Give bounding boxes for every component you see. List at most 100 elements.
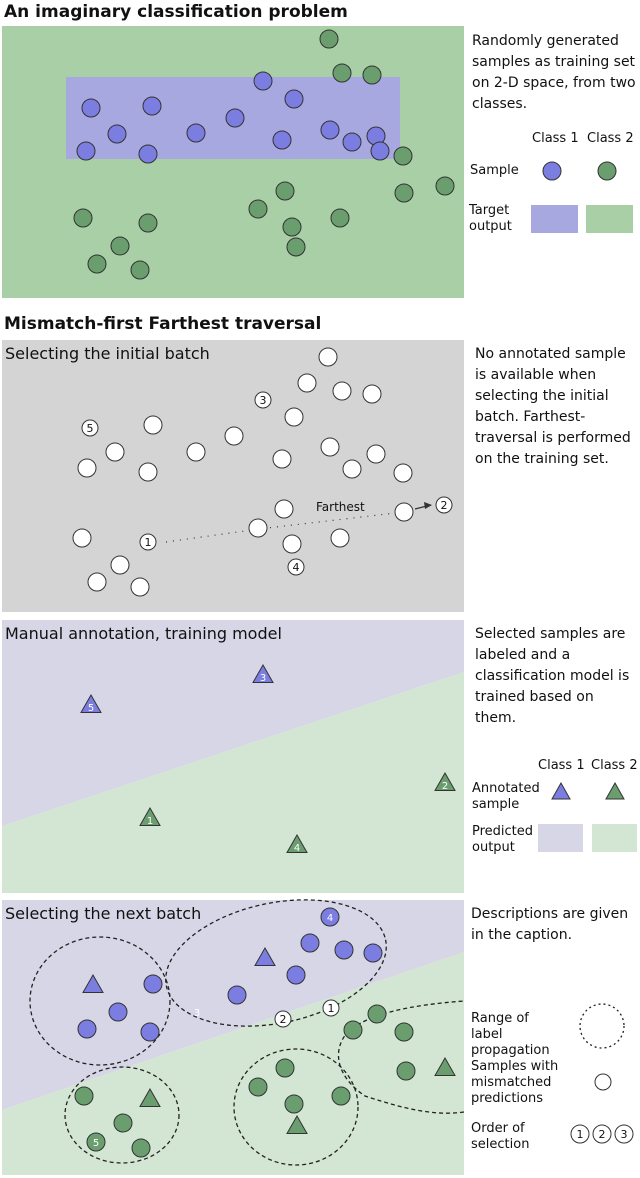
class2-sample <box>343 1020 363 1040</box>
order-number-label: 2 <box>599 1128 606 1141</box>
class2-sample <box>332 63 352 83</box>
range-ellipse-2 <box>165 899 387 1027</box>
unlabeled-sample <box>138 462 158 482</box>
annotated-sample <box>252 663 274 683</box>
class2-sample <box>396 1061 416 1081</box>
class2-sample <box>330 208 350 228</box>
class1-sample <box>142 96 162 116</box>
class2-sample <box>86 1132 106 1152</box>
class1-sample <box>286 965 306 985</box>
legend-target-class2 <box>586 205 633 233</box>
annotated-sample <box>80 693 102 713</box>
class1-sample <box>370 141 390 161</box>
order-number-label: 4 <box>293 561 300 574</box>
class2-sample <box>286 237 306 257</box>
legend-predicted-label: Predicted output <box>472 824 534 855</box>
annotated-class2 <box>434 1056 456 1076</box>
unlabeled-sample <box>248 518 268 538</box>
unlabeled-sample <box>342 459 362 479</box>
class2-sample <box>248 199 268 219</box>
unlabeled-sample <box>274 499 294 519</box>
order-number-label: 3 <box>621 1128 628 1141</box>
class2-sample <box>74 1086 94 1106</box>
class1-sample <box>227 985 247 1005</box>
legend-symbols-1 <box>531 161 633 233</box>
panel-c-description: Selected samples are labeled and a class… <box>475 626 630 726</box>
farthest-label: Farthest <box>316 500 365 514</box>
class2-sample <box>284 1094 304 1114</box>
panel-d-title: Selecting the next batch <box>5 904 202 923</box>
class1-sample <box>363 943 383 963</box>
order-number-label: 3 <box>260 394 267 407</box>
class1-sample <box>77 1019 97 1039</box>
unlabeled-sample <box>330 528 350 548</box>
class1-sample <box>76 141 96 161</box>
order-number-label: 2 <box>280 1013 287 1026</box>
unlabeled-sample <box>272 449 292 469</box>
class1-sample <box>108 1002 128 1022</box>
order-number-label: 2 <box>442 781 448 792</box>
unlabeled-sample <box>362 384 382 404</box>
annotated-class1 <box>82 973 104 993</box>
class1-sample <box>138 144 158 164</box>
class2-sample <box>130 260 150 280</box>
unlabeled-sample <box>224 426 244 446</box>
order-number-label: 4 <box>327 913 333 924</box>
unlabeled-sample <box>130 577 150 597</box>
panel-d-description: Descriptions are given in the caption. <box>471 906 629 943</box>
annotated-class1 <box>254 946 276 966</box>
class1-sample <box>253 71 273 91</box>
legend-target-label: Target output <box>469 203 512 234</box>
class2-sample <box>275 1058 295 1078</box>
range-ellipse-5 <box>337 1000 465 1114</box>
unlabeled-sample <box>87 572 107 592</box>
class2-sample <box>394 1022 414 1042</box>
order-marker <box>81 419 99 437</box>
class1-sample <box>81 98 101 118</box>
order-number-label: 1 <box>145 536 152 549</box>
class1-sample <box>284 89 304 109</box>
panel-a-samples <box>73 29 455 280</box>
order-glyph <box>592 1124 612 1144</box>
legend-class1-label: Class 1 <box>532 131 579 146</box>
class2-sample <box>138 213 158 233</box>
legend-target-class1 <box>531 205 578 233</box>
annotated-sample <box>139 806 161 826</box>
legend-mismatched-label: Samples with mismatched predictions <box>471 1059 559 1106</box>
class1-sample <box>300 933 320 953</box>
class2-sample <box>367 1004 387 1024</box>
panel-b-description: No annotated sample is available when se… <box>475 346 631 467</box>
unlabeled-sample <box>297 373 317 393</box>
range-ellipse-4 <box>233 1048 359 1166</box>
unlabeled-sample <box>284 407 304 427</box>
unlabeled-sample <box>393 463 413 483</box>
panel-d-samples: 435215 <box>74 907 456 1158</box>
annotated-class2 <box>139 1087 161 1107</box>
unlabeled-sample <box>318 347 338 367</box>
class1-sample <box>272 130 292 150</box>
order-number-label: 5 <box>87 422 94 435</box>
class2-sample <box>362 65 382 85</box>
unlabeled-sample <box>110 555 130 575</box>
legend-predicted-class1 <box>538 824 583 852</box>
class1-sample <box>342 132 362 152</box>
farthest-arrowhead <box>424 502 432 509</box>
class2-sample <box>131 1138 151 1158</box>
section1-title: An imaginary classification problem <box>4 2 348 22</box>
class2-sample <box>110 236 130 256</box>
order-number-label: 5 <box>93 1138 99 1149</box>
mismatched-sample <box>274 1010 292 1028</box>
legend-annotated-label: Annotated sample <box>472 781 540 812</box>
unlabeled-sample <box>320 437 340 457</box>
class2-sample <box>319 29 339 49</box>
legend2-class2-label: Class 2 <box>591 758 638 773</box>
class2-sample <box>248 1077 268 1097</box>
legend-class2-label: Class 2 <box>587 131 634 146</box>
class1-sample <box>334 940 354 960</box>
unlabeled-sample <box>105 442 125 462</box>
order-marker <box>287 558 305 576</box>
range-ellipse-1 <box>29 936 171 1066</box>
